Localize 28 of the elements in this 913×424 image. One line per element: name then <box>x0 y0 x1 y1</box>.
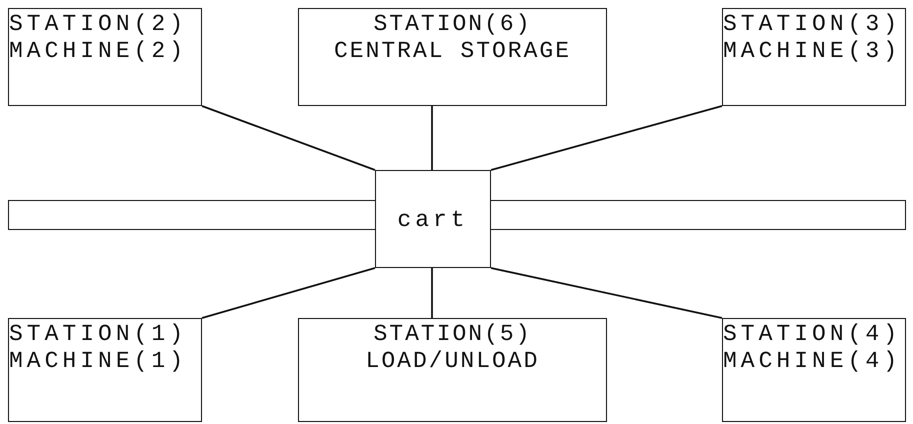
node-label: MACHINE(1) <box>9 348 188 375</box>
station-box <box>298 318 607 422</box>
connector-line <box>431 268 433 318</box>
station-box <box>298 8 607 106</box>
node-label: cart <box>397 206 469 234</box>
rail-bar <box>8 200 376 230</box>
node-label: MACHINE(3) <box>723 38 902 65</box>
connector-line <box>431 106 433 170</box>
node-label: CENTRAL STORAGE <box>334 38 572 65</box>
connector-line <box>202 267 376 319</box>
node-label: MACHINE(4) <box>723 348 902 375</box>
station-box <box>8 318 202 422</box>
station-label: STATION(1) <box>9 321 188 348</box>
station-label: STATION(3) <box>723 11 902 38</box>
station-label: STATION(6) <box>373 11 532 38</box>
connector-line <box>490 267 722 319</box>
station-box <box>722 318 906 422</box>
station-box <box>722 8 906 106</box>
station-box <box>8 8 202 106</box>
cart-box <box>375 170 491 268</box>
station-label: STATION(2) <box>9 11 188 38</box>
node-label: LOAD/UNLOAD <box>366 348 540 375</box>
node-label: MACHINE(2) <box>9 38 188 65</box>
connector-line <box>202 105 376 171</box>
station-label: STATION(5) <box>373 321 532 348</box>
station-label: STATION(4) <box>723 321 902 348</box>
connector-line <box>490 105 722 171</box>
rail-bar <box>490 200 906 230</box>
